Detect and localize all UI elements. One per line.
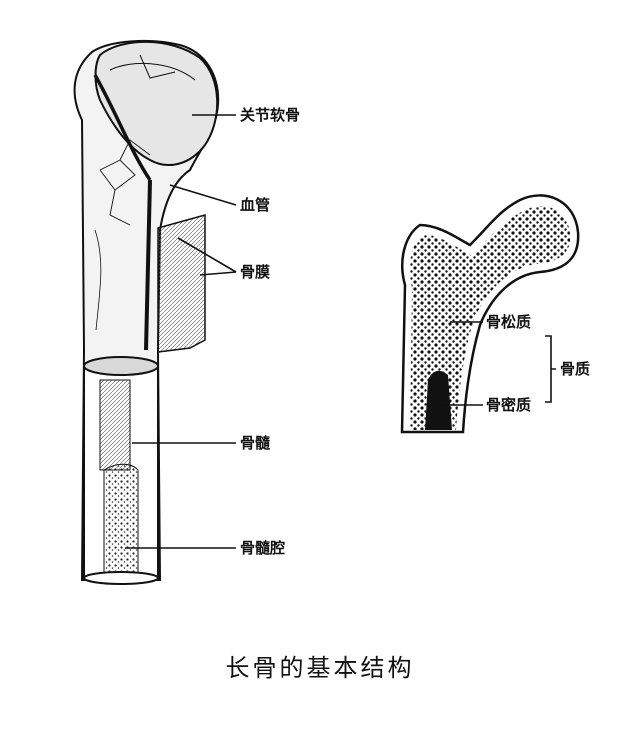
bracket [545,335,556,403]
periosteum-flap [157,214,206,353]
label-bone-marrow: 骨髓 [240,434,271,452]
marrow-column [99,379,131,471]
label-compact-bone: 骨密质 [486,396,532,414]
label-spongy-bone: 骨松质 [486,313,532,331]
label-bone-substance: 骨质 [560,360,591,378]
medullary-cavity-fill [103,463,139,581]
label-medullary-cavity: 骨髓腔 [240,539,286,557]
right-leader-lines [440,321,556,406]
left-leader-lines [125,114,237,549]
label-periosteum: 骨膜 [240,263,271,281]
humerus-drawing [73,39,220,585]
femur-section-drawing [400,194,580,434]
figure-caption: 长骨的基本结构 [225,654,415,682]
label-blood-vessel: 血管 [240,196,271,214]
blood-vessel-line [93,74,152,181]
compact-bone-fill [425,370,452,430]
spongy-bone-fill [409,206,571,430]
label-articular-cartilage: 关节软骨 [240,106,301,124]
